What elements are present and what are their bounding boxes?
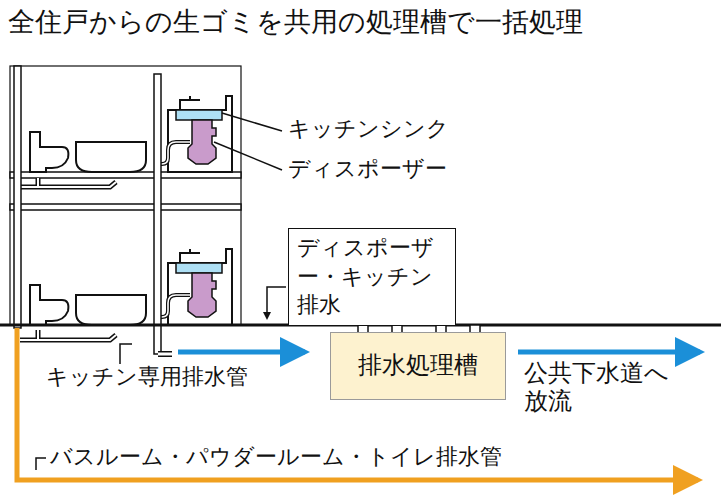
part-label: ディスポーザー: [288, 156, 447, 182]
pipe-label: キッチン専用排水管: [46, 364, 248, 390]
part-label: キッチンシンク: [288, 116, 449, 142]
node-text: ディスポーザー・キッチン排水: [297, 234, 447, 320]
tank-box: 排水処理槽: [330, 332, 506, 400]
callout-box: ディスポーザー・キッチン排水: [288, 228, 456, 326]
node-text: 排水処理槽: [358, 350, 478, 381]
pipe-label: バスルーム・パウダールーム・トイレ排水管: [50, 444, 502, 470]
flow-label: 公共下水道へ 放流: [524, 360, 700, 415]
title: 全住戸からの生ゴミを共用の処理槽で一括処理: [8, 6, 583, 38]
